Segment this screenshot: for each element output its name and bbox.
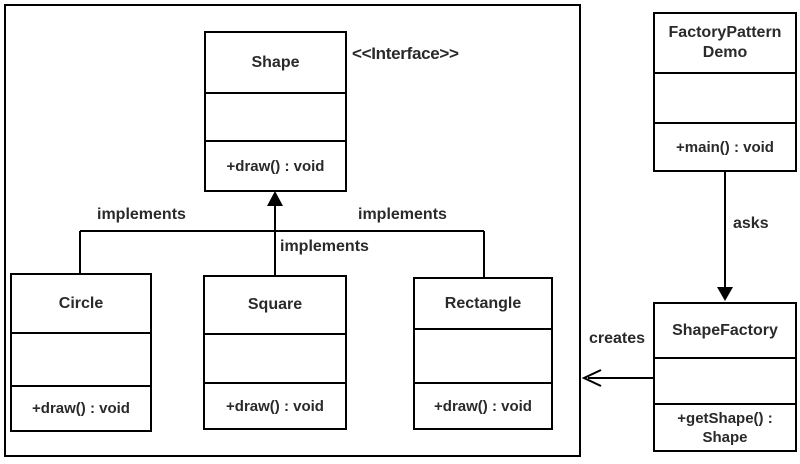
- system-boundary-box: [4, 4, 581, 457]
- class-rectangle-attributes: [415, 328, 551, 382]
- class-square-method: +draw() : void: [205, 382, 345, 428]
- class-square: Square +draw() : void: [203, 275, 347, 430]
- class-shape-factory-method: +getShape() : Shape: [655, 403, 795, 450]
- class-circle-name: Circle: [58, 294, 104, 312]
- asks-arrowhead: [717, 287, 733, 301]
- class-rectangle: Rectangle +draw() : void: [413, 277, 553, 430]
- class-rectangle-name: Rectangle: [444, 294, 522, 312]
- implements-label-center: implements: [280, 238, 369, 255]
- class-shape-factory-name: ShapeFactory: [672, 321, 778, 339]
- asks-connector: [717, 172, 733, 301]
- class-shape: Shape +draw() : void: [204, 31, 347, 192]
- class-circle: Circle +draw() : void: [10, 273, 152, 432]
- class-factory-pattern-demo-method: +main() : void: [655, 122, 795, 170]
- class-circle-method: +draw() : void: [12, 385, 150, 430]
- class-shape-factory-attributes: [655, 357, 795, 403]
- class-factory-pattern-demo-name: FactoryPattern Demo: [668, 24, 782, 61]
- class-shape-factory: ShapeFactory +getShape() : Shape: [653, 302, 797, 452]
- class-square-attributes: [205, 333, 345, 382]
- implements-label-right: implements: [358, 206, 447, 223]
- class-rectangle-method: +draw() : void: [415, 382, 551, 428]
- asks-label: asks: [733, 215, 769, 232]
- class-shape-name: Shape: [251, 53, 300, 71]
- class-shape-attributes: [206, 92, 345, 140]
- creates-connector: [581, 369, 657, 387]
- class-shape-method: +draw() : void: [206, 140, 345, 190]
- interface-stereotype-label: <<Interface>>: [352, 44, 459, 63]
- class-factory-pattern-demo-attributes: [655, 72, 795, 122]
- class-square-name: Square: [247, 296, 303, 313]
- implements-label-left: implements: [97, 206, 186, 223]
- class-circle-attributes: [12, 332, 150, 385]
- creates-label: creates: [589, 330, 646, 347]
- class-factory-pattern-demo: FactoryPattern Demo +main() : void: [653, 12, 797, 172]
- creates-arrowhead: [581, 369, 602, 387]
